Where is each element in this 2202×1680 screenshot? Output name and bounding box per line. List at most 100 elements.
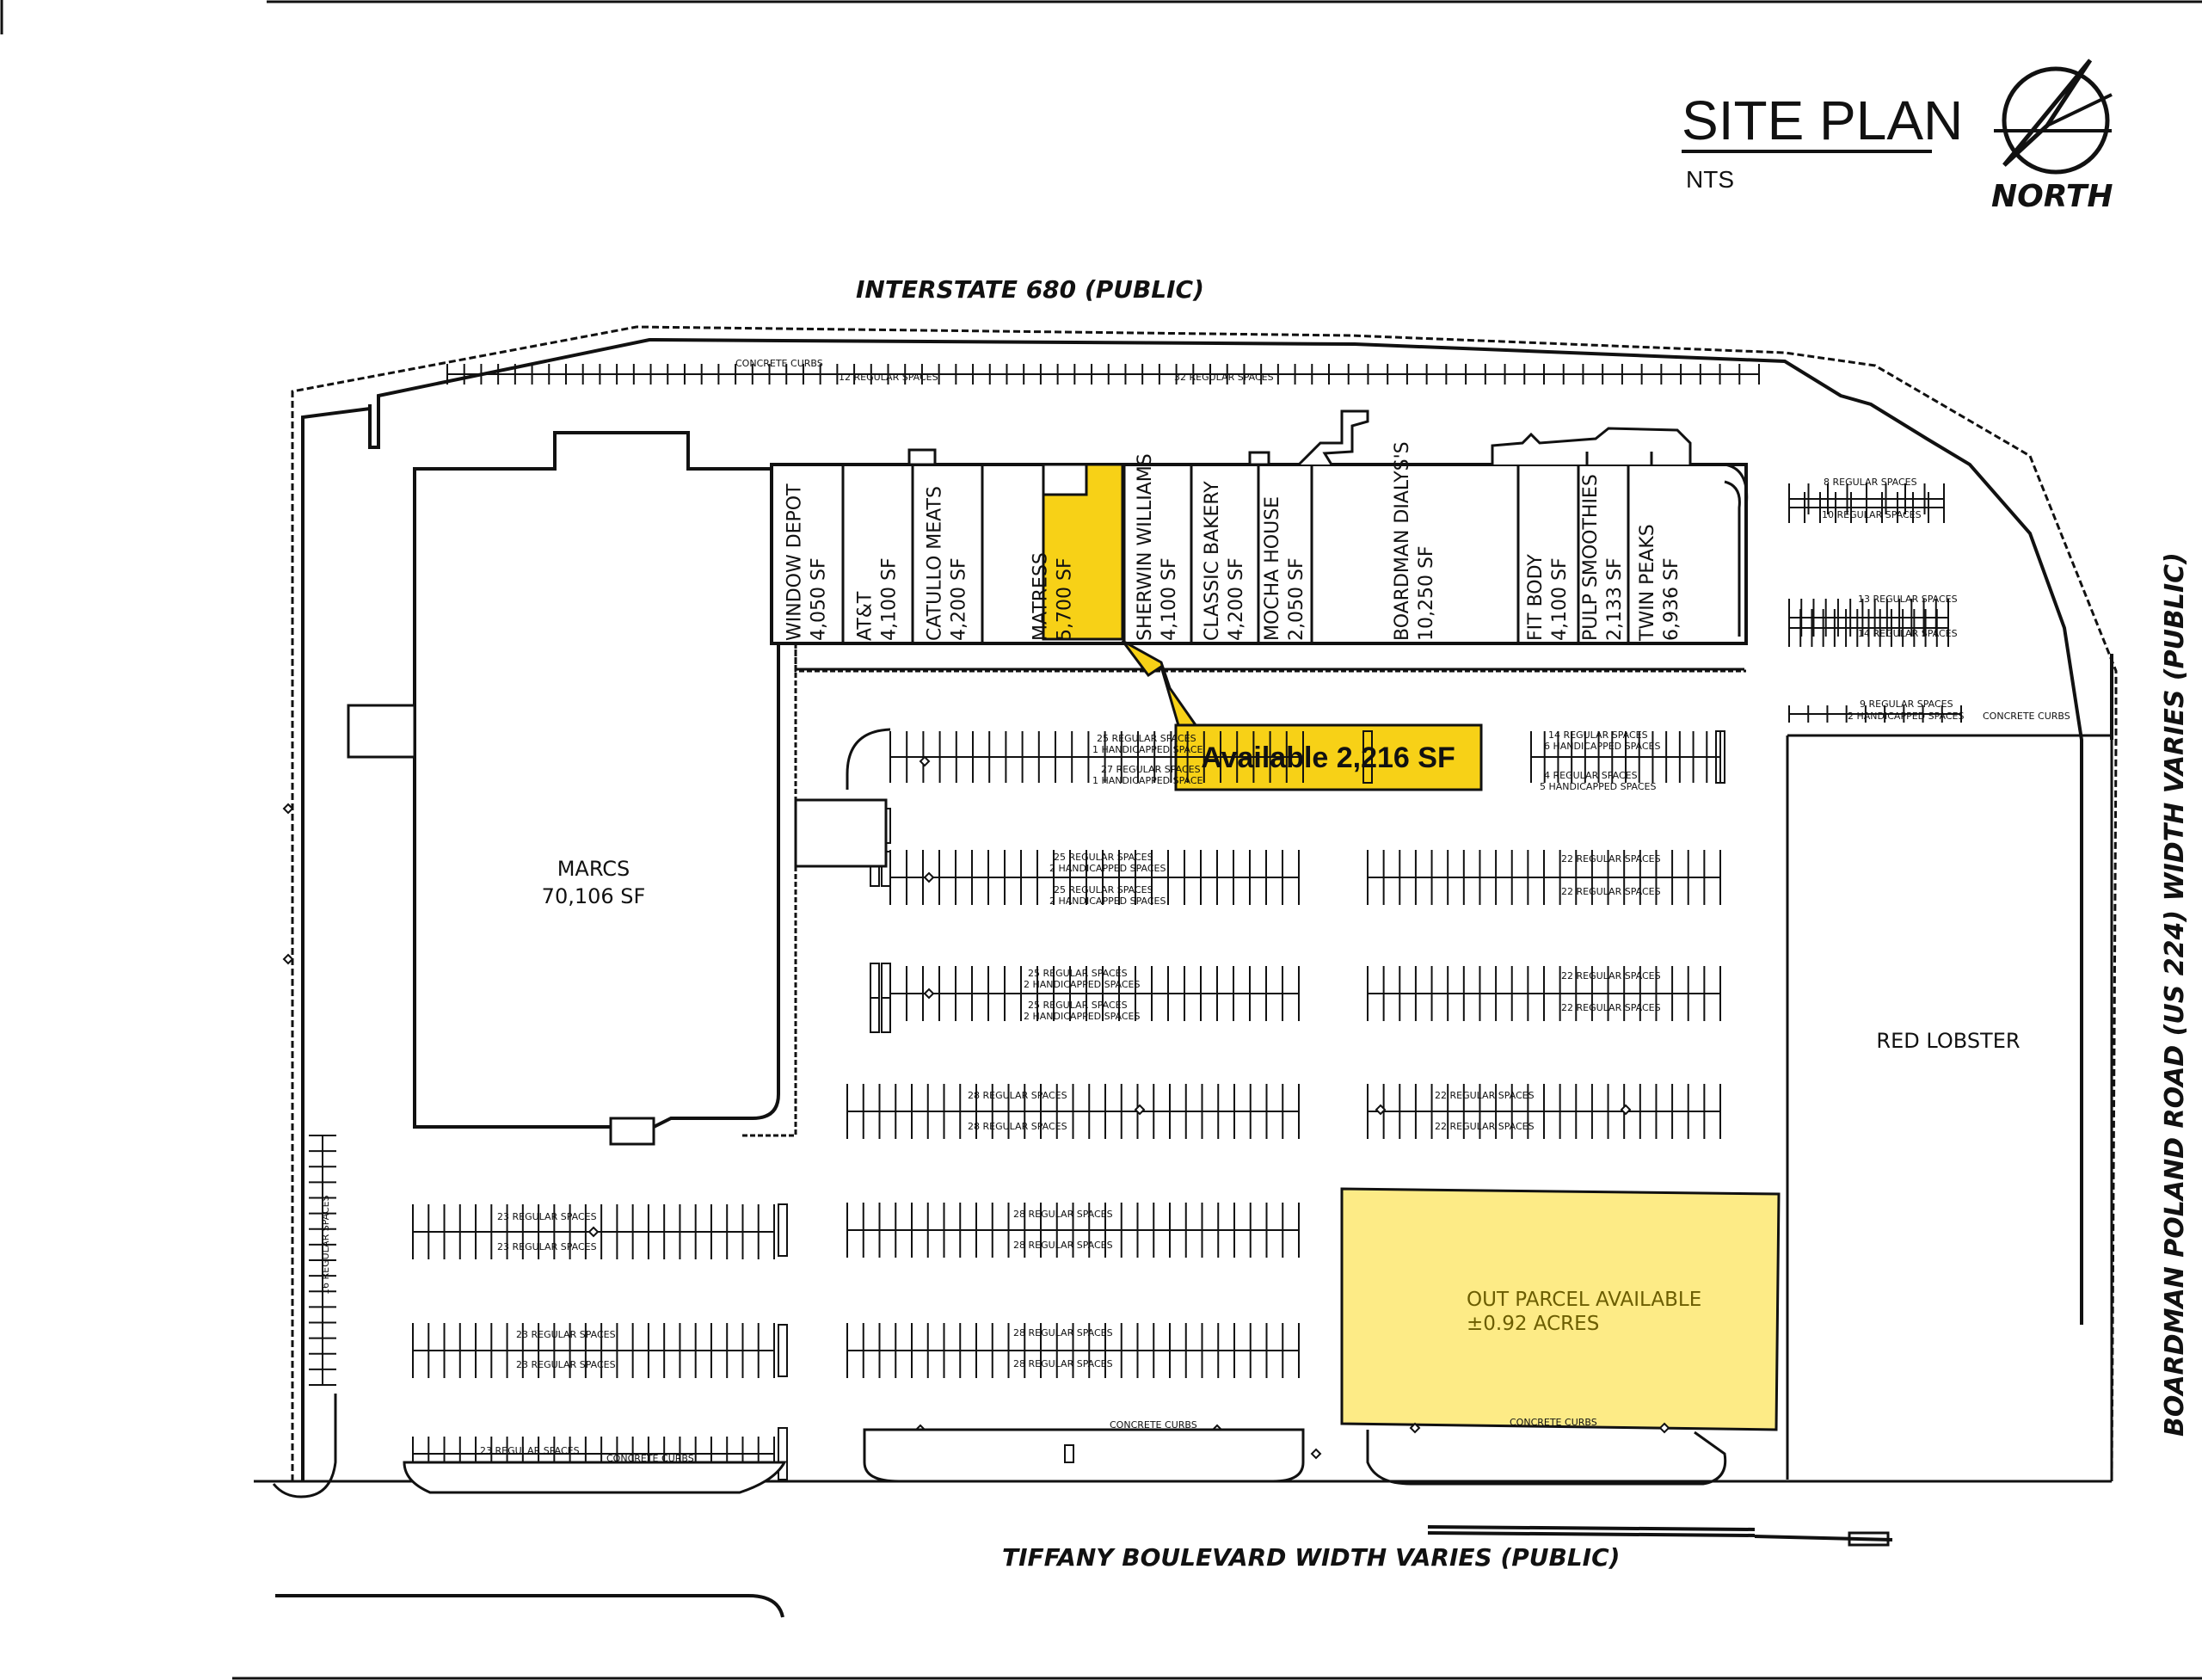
- tenant-size: 6,936 SF: [1661, 557, 1682, 641]
- outparcel-area: [1340, 1187, 1781, 1431]
- landscape-island: [1366, 1430, 1727, 1486]
- tiffany-road-edge: [275, 1594, 784, 1618]
- parking-row: [1367, 1084, 1721, 1139]
- parking-row: [1788, 705, 1962, 723]
- parking-row: [889, 731, 1304, 783]
- parking-row: [309, 1135, 336, 1386]
- parking-label: 13 REGULAR SPACES: [1858, 594, 1958, 605]
- parking-label: 32 REGULAR SPACES: [1174, 372, 1274, 383]
- parking-label: 6 HANDICAPPED SPACES: [1544, 741, 1660, 752]
- curb-label: CONCRETE CURBS: [606, 1453, 694, 1464]
- tenant-name: MOCHA HOUSE: [1262, 496, 1283, 641]
- tiffany-median: [1427, 1525, 1893, 1542]
- tenant-name: CATULLO MEATS: [925, 486, 946, 641]
- tenant-name: AT&T: [855, 591, 876, 641]
- parking-label: 9 REGULAR SPACES: [1860, 698, 1953, 710]
- tenant-size: 2,133 SF: [1604, 557, 1626, 641]
- rooftop-unit: [1248, 451, 1270, 466]
- parking-label: 14 REGULAR SPACES: [1858, 628, 1958, 639]
- light-pole-icon: [923, 988, 935, 1000]
- parking-label: 10 REGULAR SPACES: [1822, 509, 1922, 520]
- parking-label: 14 REGULAR SPACES: [1548, 729, 1648, 741]
- parking-label: 23 REGULAR SPACES: [516, 1329, 616, 1340]
- parking-labels: 12 REGULAR SPACES 32 REGULAR SPACES CONC…: [320, 358, 2070, 1464]
- tenant-size: 10,250 SF: [1416, 545, 1437, 641]
- light-pole-icon: [1375, 1104, 1387, 1116]
- parking-label: 23 REGULAR SPACES: [497, 1211, 597, 1222]
- tenant-name: MATRESS: [1030, 552, 1052, 641]
- tenant-name: SHERWIN WILLIAMS: [1135, 453, 1156, 641]
- parking-label: 25 REGULAR SPACES: [1054, 852, 1153, 863]
- parking-stalls: [282, 364, 1962, 1480]
- tenant-name: BOARDMAN DIALYS'S: [1392, 441, 1413, 641]
- tenant-name: WINDOW DEPOT: [784, 483, 806, 641]
- tenant-size: 4,100 SF: [1549, 557, 1571, 641]
- parking-label: 28 REGULAR SPACES: [1013, 1358, 1113, 1369]
- parking-label: 25 REGULAR SPACES: [1097, 733, 1196, 744]
- north-arrow-icon: [1994, 58, 2113, 175]
- entry-notch: [368, 396, 380, 449]
- parking-label: 4 REGULAR SPACES: [1544, 770, 1638, 781]
- parking-row: [412, 1323, 775, 1378]
- curb-label: CONCRETE CURBS: [1510, 1417, 1597, 1428]
- road-north-label: INTERSTATE 680 (PUBLIC): [856, 275, 1204, 304]
- cart-corral: [794, 798, 888, 868]
- sign-post: [1064, 1444, 1074, 1463]
- parking-label: 23 REGULAR SPACES: [497, 1241, 597, 1252]
- parking-row: [412, 1204, 775, 1259]
- tenant-name: TWIN PEAKS: [1637, 524, 1658, 642]
- parking-row: [889, 966, 1300, 1021]
- twin-peaks-corner: [1724, 463, 1749, 643]
- property-line: [291, 325, 2118, 1481]
- unused-path: [292, 396, 378, 1484]
- tenant-size: 4,200 SF: [949, 557, 970, 641]
- curb-label: CONCRETE CURBS: [735, 358, 823, 369]
- dock-structure: [1491, 427, 1692, 465]
- parking-label: 28 REGULAR SPACES: [1013, 1240, 1113, 1251]
- marcs-dock: [609, 1117, 655, 1146]
- parking-label: 16 REGULAR SPACES: [320, 1195, 331, 1295]
- median-sign: [1848, 1531, 1890, 1547]
- parking-label: 23 REGULAR SPACES: [480, 1445, 580, 1456]
- tenant-size: 5,700 SF: [1055, 557, 1076, 641]
- landscape-island: [403, 1461, 787, 1494]
- tenant-dividers: [841, 465, 1630, 643]
- parking-label: 28 REGULAR SPACES: [1013, 1327, 1113, 1338]
- tenant-name: PULP SMOOTHIES: [1580, 474, 1602, 641]
- light-pole-icon: [1134, 1104, 1146, 1116]
- row-end-island: [778, 1427, 788, 1480]
- tenant-size: 4,100 SF: [1159, 557, 1180, 641]
- light-pole-icon: [1409, 1422, 1421, 1434]
- parking-label: 2 HANDICAPPED SPACES: [1024, 979, 1140, 990]
- parking-label: 22 REGULAR SPACES: [1561, 886, 1661, 897]
- parking-row: [1328, 364, 1760, 385]
- parking-row: [1788, 492, 1945, 523]
- tenant-name: FIT BODY: [1525, 554, 1547, 641]
- row-end-curb: [846, 728, 891, 790]
- parking-label: 25 REGULAR SPACES: [1028, 1000, 1128, 1011]
- tenant-size: 4,050 SF: [809, 557, 830, 641]
- parking-label: 2 HANDICAPPED SPACES: [1049, 863, 1166, 874]
- light-pole-icon: [919, 755, 931, 767]
- parking-label: 22 REGULAR SPACES: [1435, 1090, 1535, 1101]
- north-label: NORTH: [1991, 179, 2113, 214]
- row-end-island: [1362, 730, 1373, 784]
- parking-row: [846, 1084, 1300, 1139]
- entry-curb: [272, 1483, 302, 1498]
- handicap-stall: [870, 997, 880, 1033]
- parking-label: 22 REGULAR SPACES: [1561, 1002, 1661, 1013]
- unused-path-2: [292, 400, 378, 1478]
- parking-label: 22 REGULAR SPACES: [1435, 1121, 1535, 1132]
- parking-label: 25 REGULAR SPACES: [1028, 968, 1128, 979]
- row-end-island: [778, 1324, 788, 1377]
- outparcel-label-line2: ±0.92 ACRES: [1467, 1313, 1599, 1335]
- curb-label: CONCRETE CURBS: [1110, 1419, 1197, 1431]
